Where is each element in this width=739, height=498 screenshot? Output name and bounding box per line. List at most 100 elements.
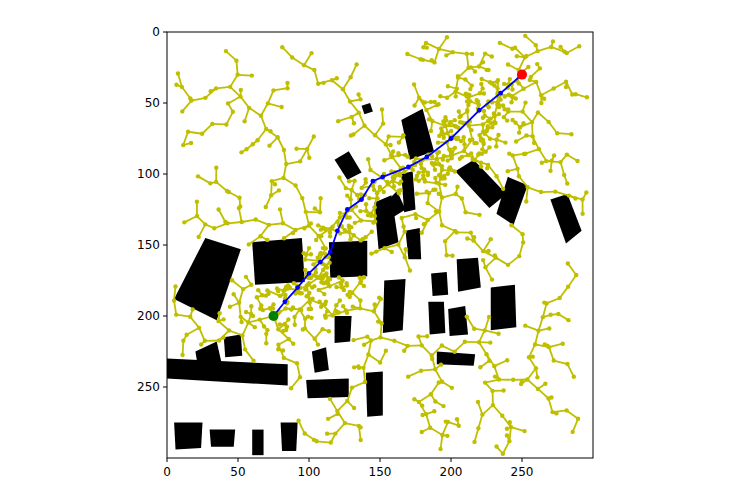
- tree-node: [521, 240, 525, 244]
- tree-node: [343, 421, 347, 425]
- tree-node: [468, 87, 472, 91]
- tree-node: [497, 377, 501, 381]
- tree-node: [507, 92, 511, 96]
- tree-node: [404, 247, 408, 251]
- y-tick: [163, 387, 167, 388]
- tree-node: [190, 307, 194, 311]
- tree-node: [312, 68, 316, 72]
- tree-node: [565, 152, 569, 156]
- tree-node: [505, 118, 509, 122]
- tree-node: [399, 216, 403, 220]
- tree-node: [216, 207, 220, 211]
- tree-node: [494, 174, 498, 178]
- tree-node: [309, 276, 313, 280]
- tree-node: [351, 338, 355, 342]
- tree-node: [526, 65, 530, 69]
- tree-node: [517, 254, 521, 258]
- tree-node: [373, 302, 377, 306]
- tree-node: [472, 326, 476, 330]
- tree-node: [460, 196, 464, 200]
- tree-node: [282, 356, 286, 360]
- tree-node: [256, 288, 260, 292]
- tree-node: [480, 147, 484, 151]
- tree-node: [473, 69, 477, 73]
- tree-node: [477, 64, 481, 68]
- tree-node: [328, 397, 332, 401]
- tree-node: [359, 186, 363, 190]
- tree-node: [362, 284, 366, 288]
- tree-node: [338, 215, 342, 219]
- tree-node: [488, 340, 492, 344]
- y-tick-label: 200: [137, 309, 160, 323]
- tree-node: [496, 332, 500, 336]
- tree-node: [457, 424, 461, 428]
- tree-node: [312, 134, 316, 138]
- tree-node: [390, 250, 394, 254]
- tree-node: [521, 121, 525, 125]
- tree-node: [322, 292, 326, 296]
- tree-node: [470, 52, 474, 56]
- tree-node: [420, 413, 424, 417]
- tree-node: [530, 134, 534, 138]
- building: [457, 258, 481, 292]
- tree-node: [224, 49, 228, 53]
- tree-node: [293, 183, 297, 187]
- tree-node: [253, 325, 257, 329]
- axes-background: [167, 32, 593, 458]
- tree-node: [548, 169, 552, 173]
- tree-node: [362, 275, 366, 279]
- tree-node: [437, 150, 441, 154]
- tree-node: [282, 236, 286, 240]
- tree-node: [453, 118, 457, 122]
- tick-marks: [163, 32, 522, 462]
- y-tick: [163, 245, 167, 246]
- tree-node: [200, 132, 204, 136]
- tree-node: [307, 307, 311, 311]
- tree-node: [443, 239, 447, 243]
- tree-node: [465, 108, 469, 112]
- x-tick: [309, 458, 310, 462]
- tree-node: [445, 158, 449, 162]
- tree-node: [556, 312, 560, 316]
- x-tick-label: 50: [230, 465, 245, 479]
- tree-node: [429, 392, 433, 396]
- tree-node: [344, 186, 348, 190]
- tree-node: [264, 205, 268, 209]
- tree-node: [446, 84, 450, 88]
- tree-node: [539, 190, 543, 194]
- tree-node: [214, 165, 218, 169]
- tree-node: [281, 221, 285, 225]
- tree-node: [506, 107, 510, 111]
- tree-node: [509, 100, 513, 104]
- tree-node: [498, 41, 502, 45]
- tree-node: [478, 91, 482, 95]
- tree-node: [425, 45, 429, 49]
- tree-node: [325, 309, 329, 313]
- tree-node: [517, 174, 521, 178]
- tree-node: [522, 429, 526, 433]
- tree-node: [278, 207, 282, 211]
- y-tick: [163, 316, 167, 317]
- tree-node: [224, 122, 228, 126]
- tree-node: [483, 380, 487, 384]
- tree-node: [437, 380, 441, 384]
- tree-node: [334, 285, 338, 289]
- tree-node: [276, 289, 280, 293]
- tree-node: [181, 339, 185, 343]
- tree-node: [477, 340, 481, 344]
- tree-node: [440, 343, 444, 347]
- tree-node: [239, 88, 243, 92]
- tree-node: [323, 302, 327, 306]
- tree-node: [453, 146, 457, 150]
- tree-node: [312, 336, 316, 340]
- tree-node: [566, 284, 570, 288]
- tree-node: [526, 185, 530, 189]
- start-point: [269, 311, 279, 321]
- tree-node: [281, 176, 285, 180]
- tree-node: [550, 159, 554, 163]
- tree-node: [352, 233, 356, 237]
- x-tick: [238, 458, 239, 462]
- tree-node: [402, 348, 406, 352]
- tree-node: [352, 406, 356, 410]
- tree-node: [271, 306, 275, 310]
